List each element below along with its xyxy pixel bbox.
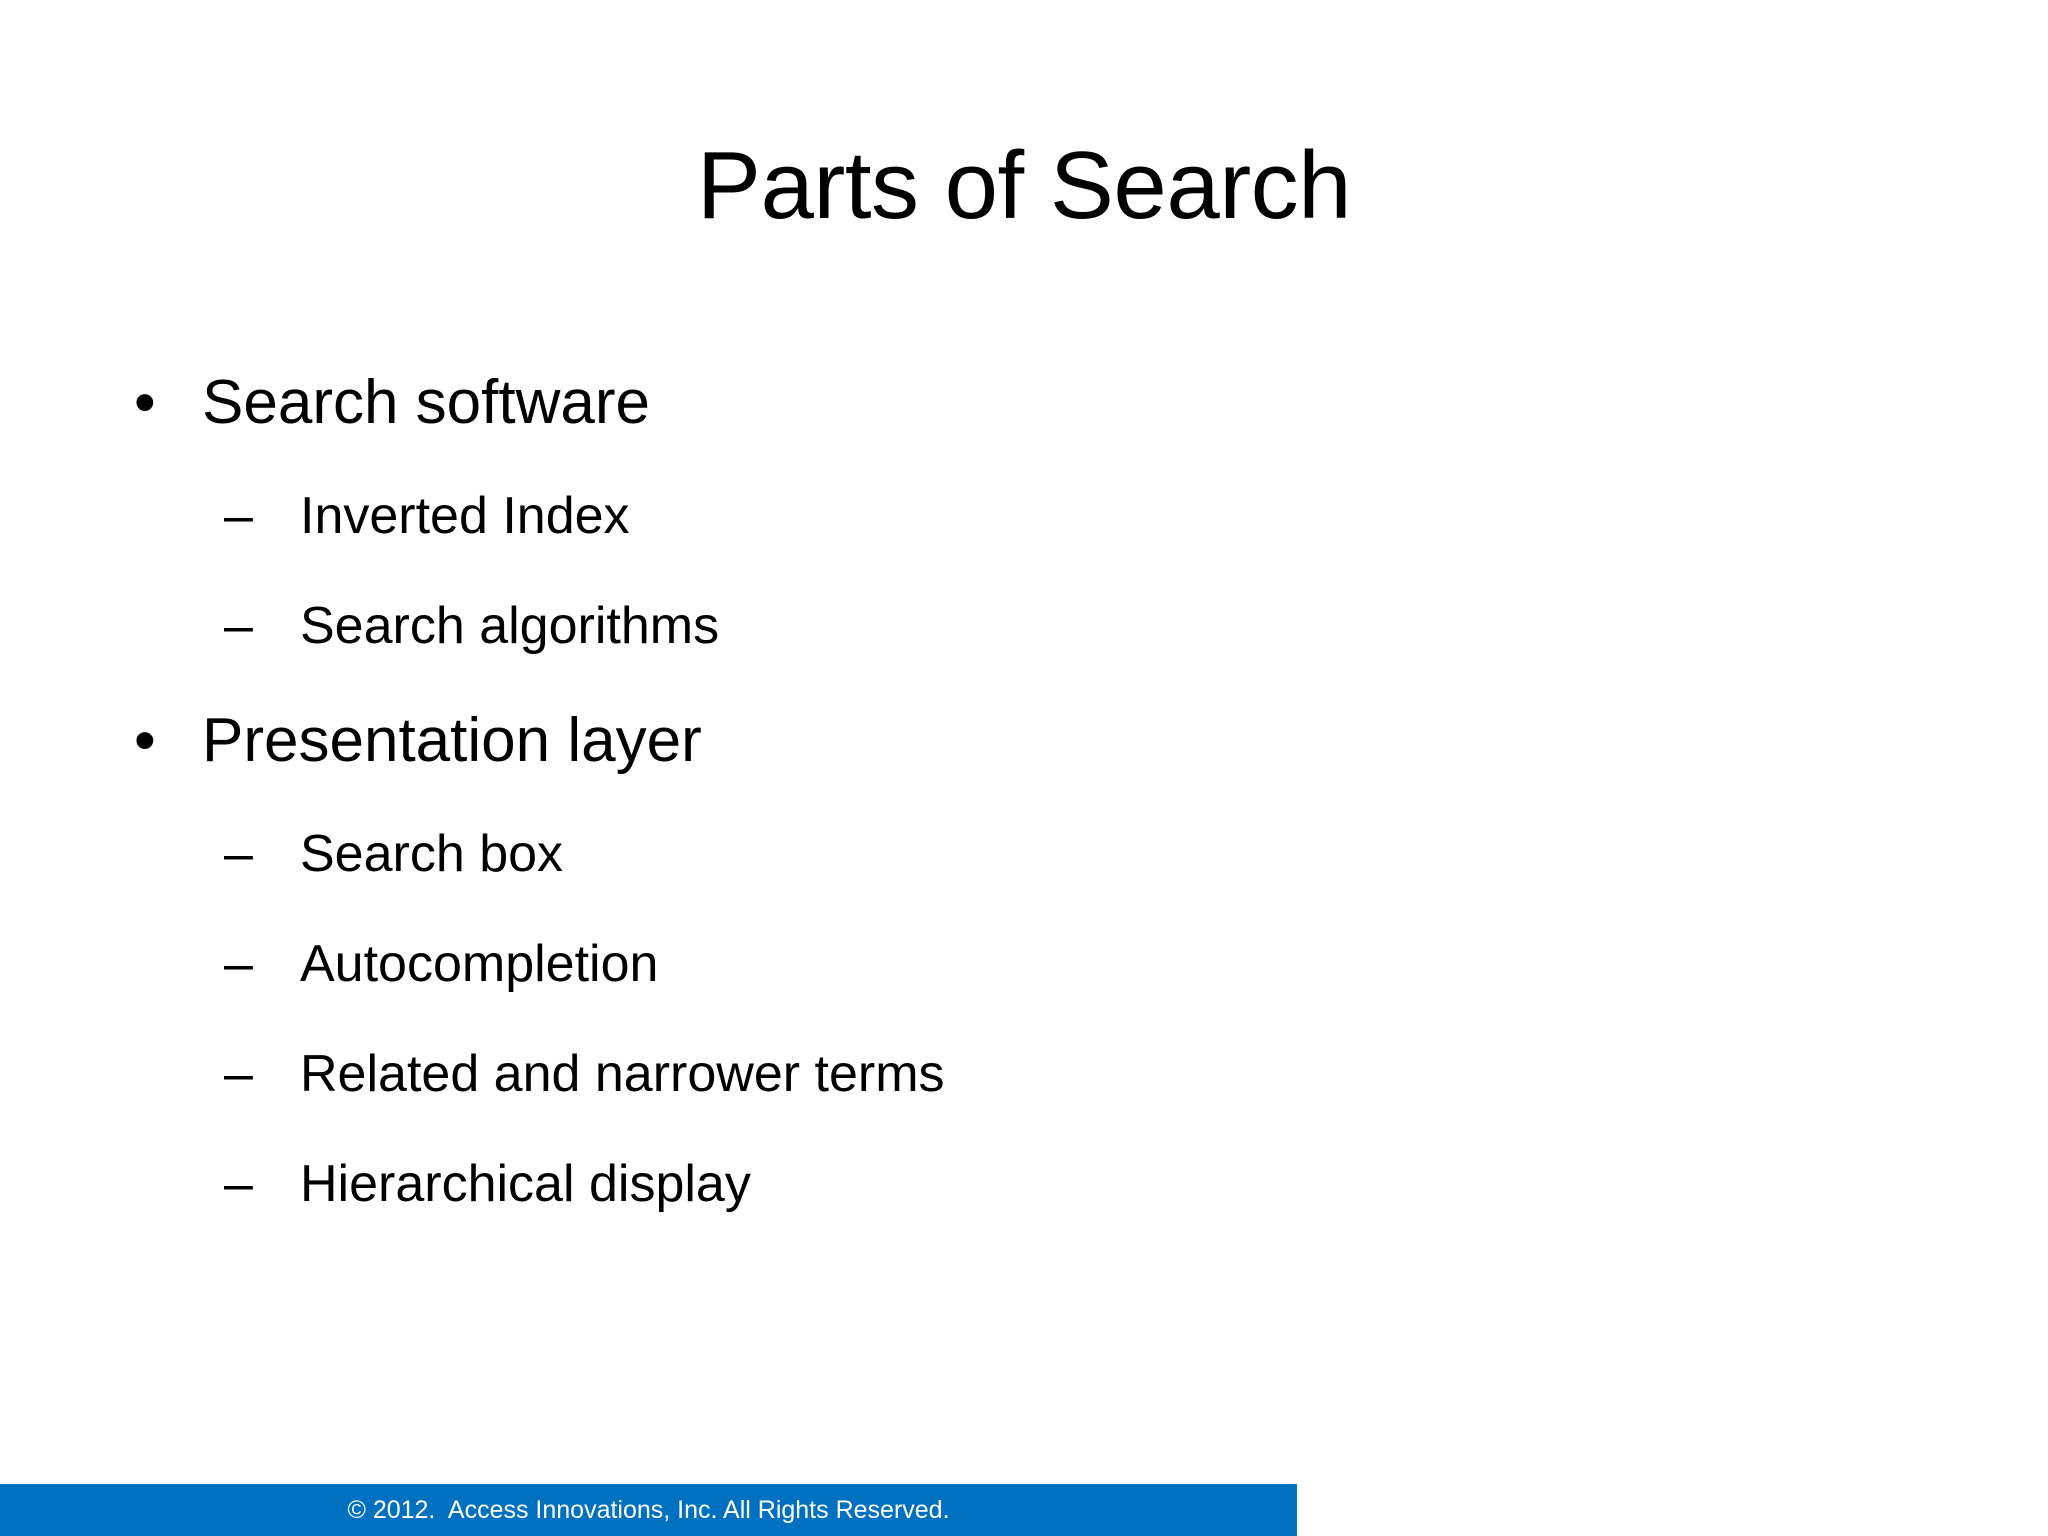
bullet-marker-dash: – xyxy=(224,825,253,883)
list-item-label: Related and narrower terms xyxy=(300,1045,945,1103)
list-item: – Inverted Index xyxy=(120,490,1900,542)
copyright-text: © 2012. Access Innovations, Inc. All Rig… xyxy=(347,1495,950,1524)
list-item-label: Autocompletion xyxy=(300,935,659,993)
page-title: Parts of Search xyxy=(696,132,1352,240)
list-item: – Hierarchical display xyxy=(120,1158,1900,1210)
list-item-label: Search algorithms xyxy=(300,597,720,655)
list-item-label: Search software xyxy=(202,368,650,437)
list-item: • Presentation layer xyxy=(120,710,1900,772)
list-item: • Search software xyxy=(120,372,1900,434)
bullet-list: • Search software – Inverted Index – Sea… xyxy=(120,372,1900,1268)
bullet-marker-dash: – xyxy=(224,1045,253,1103)
list-item: – Search box xyxy=(120,828,1900,880)
list-item-label: Presentation layer xyxy=(202,706,702,775)
list-item-label: Search box xyxy=(300,825,564,883)
footer-bar: © 2012. Access Innovations, Inc. All Rig… xyxy=(0,1484,1297,1536)
list-item: – Autocompletion xyxy=(120,938,1900,990)
bullet-marker-dash: – xyxy=(224,935,253,993)
bullet-marker-dash: – xyxy=(224,487,253,545)
list-item: – Related and narrower terms xyxy=(120,1048,1900,1100)
list-item-label: Hierarchical display xyxy=(300,1155,751,1213)
bullet-marker-dash: – xyxy=(224,1155,253,1213)
bullet-marker-dot: • xyxy=(134,706,156,775)
list-item-label: Inverted Index xyxy=(300,487,630,545)
bullet-marker-dot: • xyxy=(134,368,156,437)
list-item: – Search algorithms xyxy=(120,600,1900,652)
bullet-marker-dash: – xyxy=(224,597,253,655)
